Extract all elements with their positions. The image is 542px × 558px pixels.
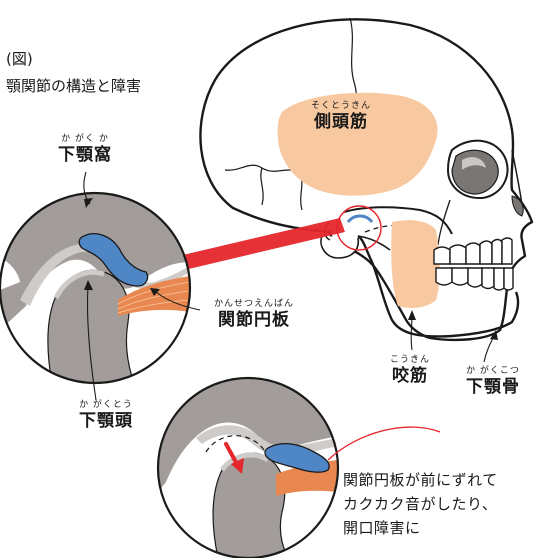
note-line-3: 開口障害に — [343, 518, 421, 539]
note-line-1: 関節円板が前にずれて — [343, 470, 498, 491]
eye-socket — [452, 150, 498, 194]
label-articular-disc: かんせつえんばん 関節円板 — [196, 299, 312, 330]
masseter-area — [391, 220, 440, 308]
normal-joint-closeup — [0, 193, 190, 383]
label-condyle: か がくとう 下顎頭 — [56, 400, 156, 431]
displaced-disc-closeup — [158, 378, 338, 558]
note-connector — [328, 427, 440, 460]
skull — [200, 18, 532, 340]
figure-title: 顎関節の構造と障害 — [6, 77, 141, 95]
note-line-2: カクカク音がしたり、 — [343, 494, 497, 515]
label-temporal-muscle: そくとうきん 側頭筋 — [296, 101, 386, 132]
zoom-wedge — [170, 218, 345, 272]
label-mandibular-fossa: か がく か 下顎窩 — [40, 134, 130, 165]
label-masseter: こうきん 咬筋 — [375, 355, 445, 386]
label-mandible: か がくこつ 下顎骨 — [448, 366, 538, 397]
figure-number: (図) — [6, 50, 33, 68]
